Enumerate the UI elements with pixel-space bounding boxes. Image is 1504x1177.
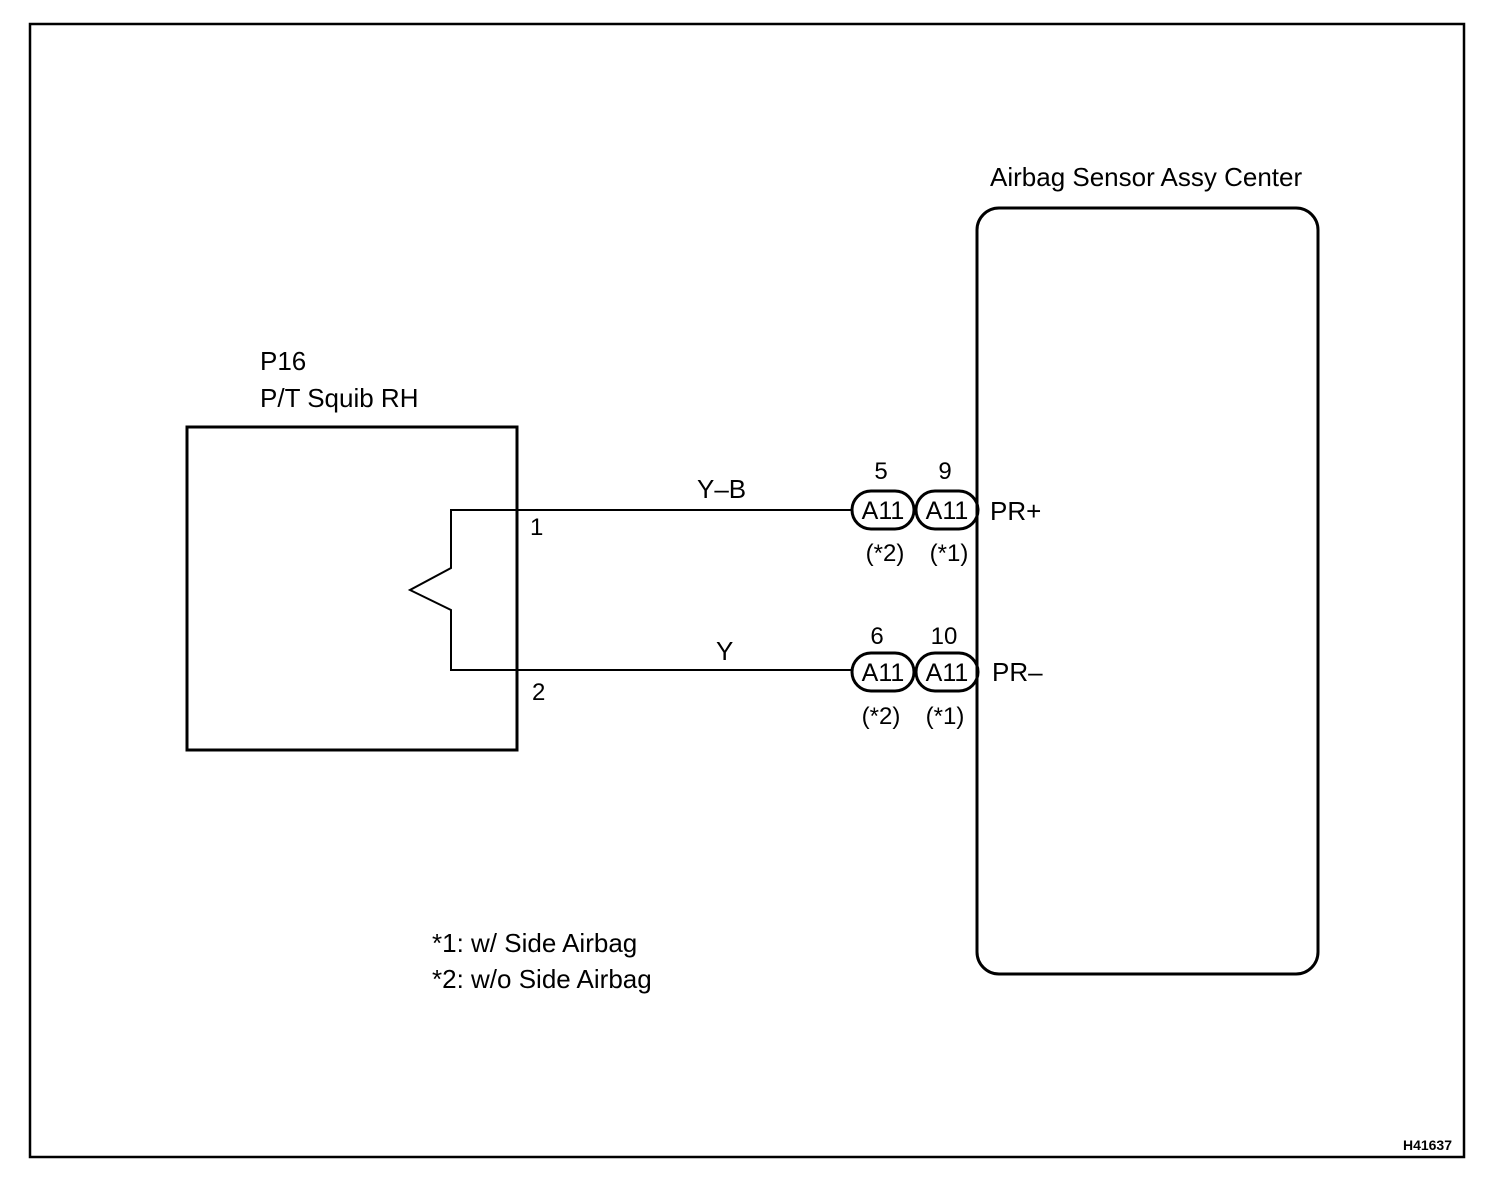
wire-color-lower: Y: [716, 636, 733, 666]
connector-upper-b-variant: (*1): [930, 540, 969, 567]
squib-box: [185, 425, 519, 752]
terminal-pr-minus: PR–: [992, 657, 1043, 687]
note-1: *1: w/ Side Airbag: [432, 928, 637, 958]
connector-lower-a-variant: (*2): [862, 703, 901, 730]
connector-upper-b-code: A11: [926, 497, 969, 525]
connector-lower-b-pin: 10: [931, 623, 958, 650]
wire-color-upper: Y–B: [697, 474, 746, 504]
connector-lower-b-variant: (*1): [926, 703, 965, 730]
connector-upper-a-variant: (*2): [866, 540, 905, 567]
outer-frame: [28, 22, 1466, 1159]
connector-upper-b-pin: 9: [938, 458, 951, 485]
squib-element-symbol: [407, 509, 851, 671]
connector-lower-a-pin: 6: [870, 623, 883, 650]
connector-lower-a: [850, 651, 916, 693]
sensor-box: [975, 206, 1320, 976]
terminal-pr-plus: PR+: [990, 496, 1041, 526]
connector-upper-a-pin: 5: [874, 458, 887, 485]
squib-pin-2: 2: [532, 679, 545, 706]
squib-code: P16: [260, 346, 306, 376]
note-2: *2: w/o Side Airbag: [432, 964, 652, 994]
squib-name: P/T Squib RH: [260, 383, 418, 413]
squib-pin-1: 1: [530, 514, 543, 541]
connector-upper-a-code: A11: [862, 497, 905, 525]
connector-upper-a: [850, 489, 916, 531]
connector-lower-a-code: A11: [862, 659, 905, 687]
figure-id: H41637: [1403, 1137, 1452, 1153]
sensor-name: Airbag Sensor Assy Center: [990, 162, 1302, 192]
connector-lower-b-code: A11: [926, 659, 969, 687]
